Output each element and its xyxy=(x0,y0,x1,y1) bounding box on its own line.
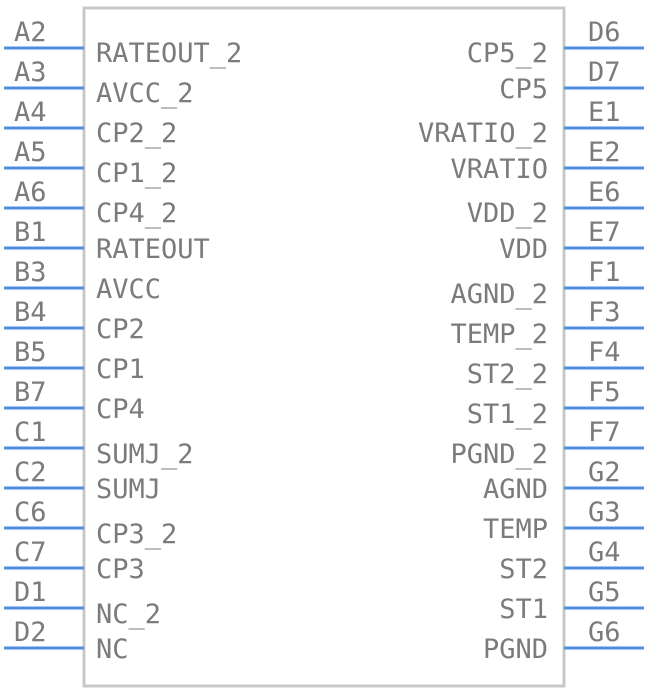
pin-number-right: E7 xyxy=(588,217,621,248)
pin-number-left: A2 xyxy=(14,17,47,48)
pin-name-right: VDD_2 xyxy=(467,198,548,229)
pin-number-left: A5 xyxy=(14,137,47,168)
pin-number-left: A4 xyxy=(14,97,47,128)
pin-name-right: VRATIO xyxy=(450,154,548,185)
pin-number-right: E2 xyxy=(588,137,621,168)
pin-number-left: C1 xyxy=(14,417,47,448)
pin-number-left: A6 xyxy=(14,177,47,208)
pin-name-right: TEMP xyxy=(483,514,548,545)
pin-name-right: CP5 xyxy=(499,74,548,105)
pin-number-right: F1 xyxy=(588,257,621,288)
pin-name-left: RATEOUT_2 xyxy=(96,38,242,69)
pin-number-right: D6 xyxy=(588,17,621,48)
pin-number-right: F5 xyxy=(588,377,621,408)
pin-name-right: AGND xyxy=(483,474,548,505)
pin-name-left: SUMJ_2 xyxy=(96,439,194,470)
pin-name-right: ST2_2 xyxy=(467,359,548,390)
pin-number-right: F3 xyxy=(588,297,621,328)
pin-name-right: ST1_2 xyxy=(467,399,548,430)
pin-name-left: RATEOUT xyxy=(96,234,210,265)
pin-name-right: CP5_2 xyxy=(467,38,548,69)
component-body xyxy=(82,6,566,688)
pin-number-right: F7 xyxy=(588,417,621,448)
pin-number-right: G2 xyxy=(588,457,621,488)
pin-name-left: SUMJ xyxy=(96,474,161,505)
pin-name-left: CP3_2 xyxy=(96,519,177,550)
pin-name-left: CP1 xyxy=(96,354,145,385)
pin-number-left: A3 xyxy=(14,57,47,88)
pin-number-right: D7 xyxy=(588,57,621,88)
pin-number-left: B4 xyxy=(14,297,47,328)
pin-name-left: CP1_2 xyxy=(96,158,177,189)
pin-name-left: CP2 xyxy=(96,314,145,345)
pin-number-right: G6 xyxy=(588,617,621,648)
pin-number-right: G3 xyxy=(588,497,621,528)
pin-name-left: CP4_2 xyxy=(96,198,177,229)
pin-number-right: F4 xyxy=(588,337,621,368)
pin-name-right: PGND_2 xyxy=(450,439,548,470)
pin-name-left: AVCC_2 xyxy=(96,78,194,109)
pin-name-left: CP2_2 xyxy=(96,118,177,149)
pin-number-left: C6 xyxy=(14,497,47,528)
pin-number-left: B3 xyxy=(14,257,47,288)
pin-name-left: NC_2 xyxy=(96,599,161,630)
pin-number-left: C7 xyxy=(14,537,47,568)
pin-number-left: B5 xyxy=(14,337,47,368)
pin-name-right: PGND xyxy=(483,634,548,665)
pin-number-left: D2 xyxy=(14,617,47,648)
pin-name-left: CP3 xyxy=(96,554,145,585)
pin-name-right: VDD xyxy=(499,234,548,265)
pin-number-left: B1 xyxy=(14,217,47,248)
pin-name-left: NC xyxy=(96,634,129,665)
pin-number-left: D1 xyxy=(14,577,47,608)
pin-name-left: AVCC xyxy=(96,274,161,305)
pin-name-right: ST2 xyxy=(499,554,548,585)
pin-number-right: E6 xyxy=(588,177,621,208)
left-pin-group: A2RATEOUT_2A3AVCC_2A4CP2_2A5CP1_2A6CP4_2… xyxy=(4,17,242,665)
pin-name-left: CP4 xyxy=(96,394,145,425)
pin-number-left: C2 xyxy=(14,457,47,488)
pin-number-right: G4 xyxy=(588,537,621,568)
pin-name-right: TEMP_2 xyxy=(450,319,548,350)
pin-name-right: ST1 xyxy=(499,594,548,625)
pin-name-right: AGND_2 xyxy=(450,279,548,310)
pin-name-right: VRATIO_2 xyxy=(418,118,548,149)
pin-number-right: G5 xyxy=(588,577,621,608)
pin-number-right: E1 xyxy=(588,97,621,128)
pin-number-left: B7 xyxy=(14,377,47,408)
